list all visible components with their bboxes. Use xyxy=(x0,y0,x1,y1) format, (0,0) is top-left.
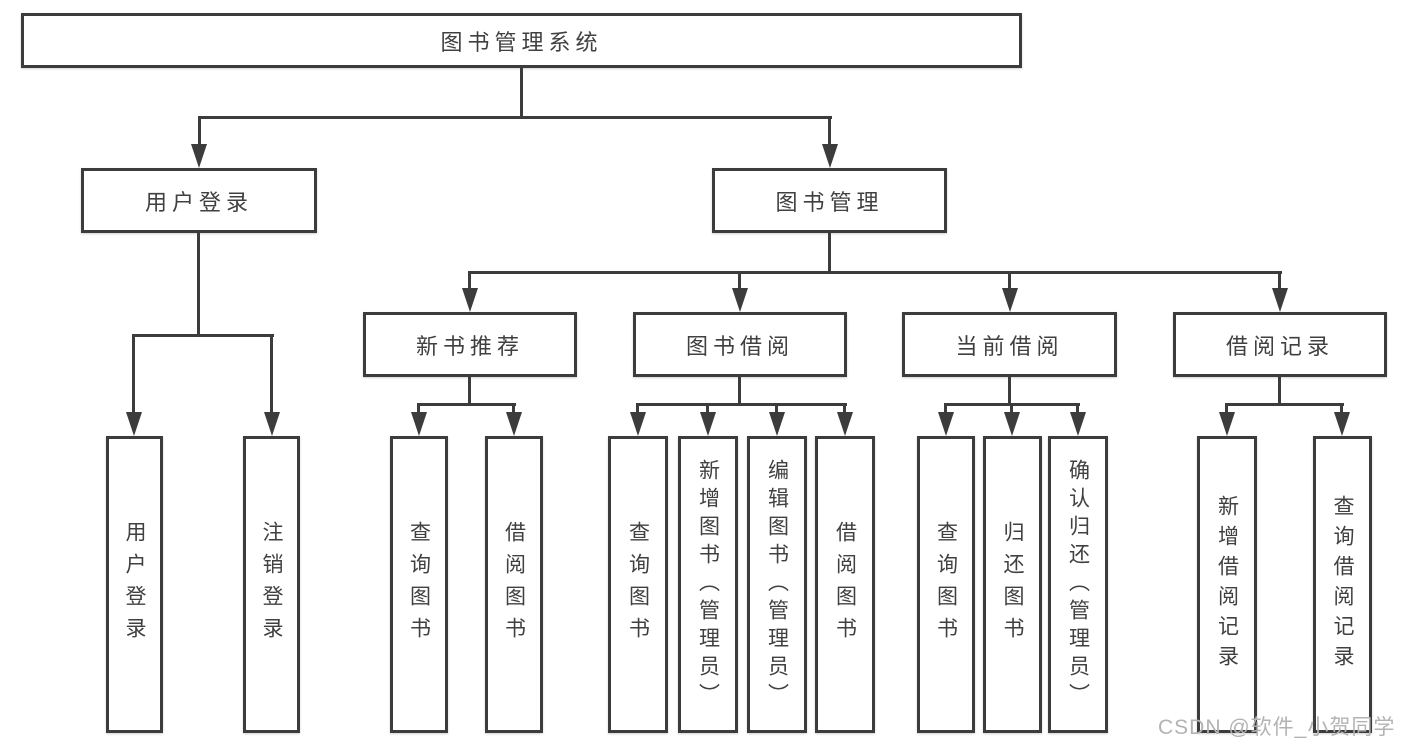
node-new-book-rec-label: 新书推荐 xyxy=(415,333,524,359)
connector-vline xyxy=(636,403,639,414)
leaf-records-add-record: 新增借阅记录 xyxy=(1197,436,1257,733)
connector-arrowhead xyxy=(732,288,748,312)
connector-vline xyxy=(468,271,471,291)
connector-arrowhead xyxy=(630,412,646,436)
connector-vline xyxy=(198,116,201,146)
leaf-logout-label: 注销登录 xyxy=(260,520,283,649)
node-new-book-rec: 新书推荐 xyxy=(363,312,577,377)
leaf-borrow-add-books-admin: 新增图书（管理员） xyxy=(678,436,738,733)
watermark: CSDN @软件_小贺同学 xyxy=(1158,716,1396,739)
connector-vline xyxy=(828,116,831,146)
node-root: 图书管理系统 xyxy=(21,13,1022,68)
node-current-borrow-label: 当前借阅 xyxy=(955,333,1064,359)
leaf-user-login-label: 用户登录 xyxy=(123,520,146,649)
node-root-label: 图书管理系统 xyxy=(440,29,603,55)
connector-vline xyxy=(828,233,831,273)
leaf-borrow-edit-books-admin: 编辑图书（管理员） xyxy=(747,436,807,733)
connector-arrowhead xyxy=(1004,412,1020,436)
connector-hline xyxy=(417,403,516,406)
connector-arrowhead xyxy=(1219,412,1235,436)
leaf-borrow-edit-books-admin-label: 编辑图书（管理员） xyxy=(765,458,789,711)
connector-vline xyxy=(738,271,741,291)
connector-arrowhead xyxy=(126,412,142,436)
connector-arrowhead xyxy=(411,412,427,436)
connector-arrowhead xyxy=(1070,412,1086,436)
connector-vline xyxy=(132,334,135,414)
connector-arrowhead xyxy=(1002,288,1018,312)
leaf-current-return-books-label: 归还图书 xyxy=(1001,520,1024,649)
connector-vline xyxy=(843,403,846,414)
node-book-mgmt-label: 图书管理 xyxy=(775,189,884,215)
connector-hline xyxy=(198,116,832,119)
connector-arrowhead xyxy=(938,412,954,436)
leaf-borrow-query-books: 查询图书 xyxy=(608,436,668,733)
node-book-borrow: 图书借阅 xyxy=(633,312,847,377)
connector-hline xyxy=(636,403,847,406)
connector-arrowhead xyxy=(700,412,716,436)
leaf-borrow-borrow-books-label: 借阅图书 xyxy=(833,520,857,649)
node-user-login-label: 用户登录 xyxy=(144,189,253,215)
node-book-borrow-label: 图书借阅 xyxy=(685,333,794,359)
leaf-rec-query-books: 查询图书 xyxy=(390,436,448,733)
connector-vline xyxy=(1076,403,1079,414)
connector-vline xyxy=(197,233,200,336)
node-user-login: 用户登录 xyxy=(81,168,317,233)
leaf-current-confirm-return-admin-label: 确认归还（管理员） xyxy=(1066,458,1090,711)
connector-arrowhead xyxy=(822,144,838,168)
connector-vline xyxy=(706,403,709,414)
node-borrow-records: 借阅记录 xyxy=(1173,312,1387,377)
connector-vline xyxy=(417,403,420,414)
leaf-current-query-books: 查询图书 xyxy=(917,436,975,733)
leaf-borrow-borrow-books: 借阅图书 xyxy=(815,436,875,733)
leaf-borrow-add-books-admin-label: 新增图书（管理员） xyxy=(696,458,720,711)
connector-vline xyxy=(1340,403,1343,414)
node-book-mgmt: 图书管理 xyxy=(712,168,947,233)
leaf-records-query-record-label: 查询借阅记录 xyxy=(1331,494,1354,675)
connector-arrowhead xyxy=(769,412,785,436)
connector-vline xyxy=(1008,377,1011,405)
node-current-borrow: 当前借阅 xyxy=(902,312,1117,377)
connector-arrowhead xyxy=(837,412,853,436)
connector-arrowhead xyxy=(264,412,280,436)
connector-vline xyxy=(1008,271,1011,291)
node-borrow-records-label: 借阅记录 xyxy=(1225,333,1334,359)
connector-arrowhead xyxy=(462,288,478,312)
leaf-rec-query-books-label: 查询图书 xyxy=(407,520,431,649)
connector-vline xyxy=(738,377,741,405)
connector-vline xyxy=(1278,377,1281,405)
leaf-records-add-record-label: 新增借阅记录 xyxy=(1215,494,1239,675)
leaf-user-login: 用户登录 xyxy=(106,436,163,733)
connector-hline xyxy=(1225,403,1344,406)
connector-vline xyxy=(1010,403,1013,414)
leaf-current-return-books: 归还图书 xyxy=(983,436,1042,733)
leaf-current-query-books-label: 查询图书 xyxy=(934,520,958,649)
connector-arrowhead xyxy=(1334,412,1350,436)
connector-vline xyxy=(520,68,523,119)
leaf-current-confirm-return-admin: 确认归还（管理员） xyxy=(1048,436,1108,733)
connector-vline xyxy=(775,403,778,414)
leaf-logout: 注销登录 xyxy=(243,436,300,733)
connector-arrowhead xyxy=(1272,288,1288,312)
connector-arrowhead xyxy=(191,144,207,168)
connector-arrowhead xyxy=(506,412,522,436)
connector-vline xyxy=(944,403,947,414)
leaf-rec-borrow-books-label: 借阅图书 xyxy=(502,520,526,649)
connector-vline xyxy=(270,334,273,414)
connector-vline xyxy=(512,403,515,414)
connector-hline xyxy=(132,334,274,337)
connector-vline xyxy=(1225,403,1228,414)
leaf-borrow-query-books-label: 查询图书 xyxy=(626,520,650,649)
leaf-records-query-record: 查询借阅记录 xyxy=(1313,436,1372,733)
connector-hline xyxy=(468,271,1282,274)
leaf-rec-borrow-books: 借阅图书 xyxy=(485,436,543,733)
connector-vline xyxy=(1278,271,1281,291)
connector-vline xyxy=(468,377,471,405)
